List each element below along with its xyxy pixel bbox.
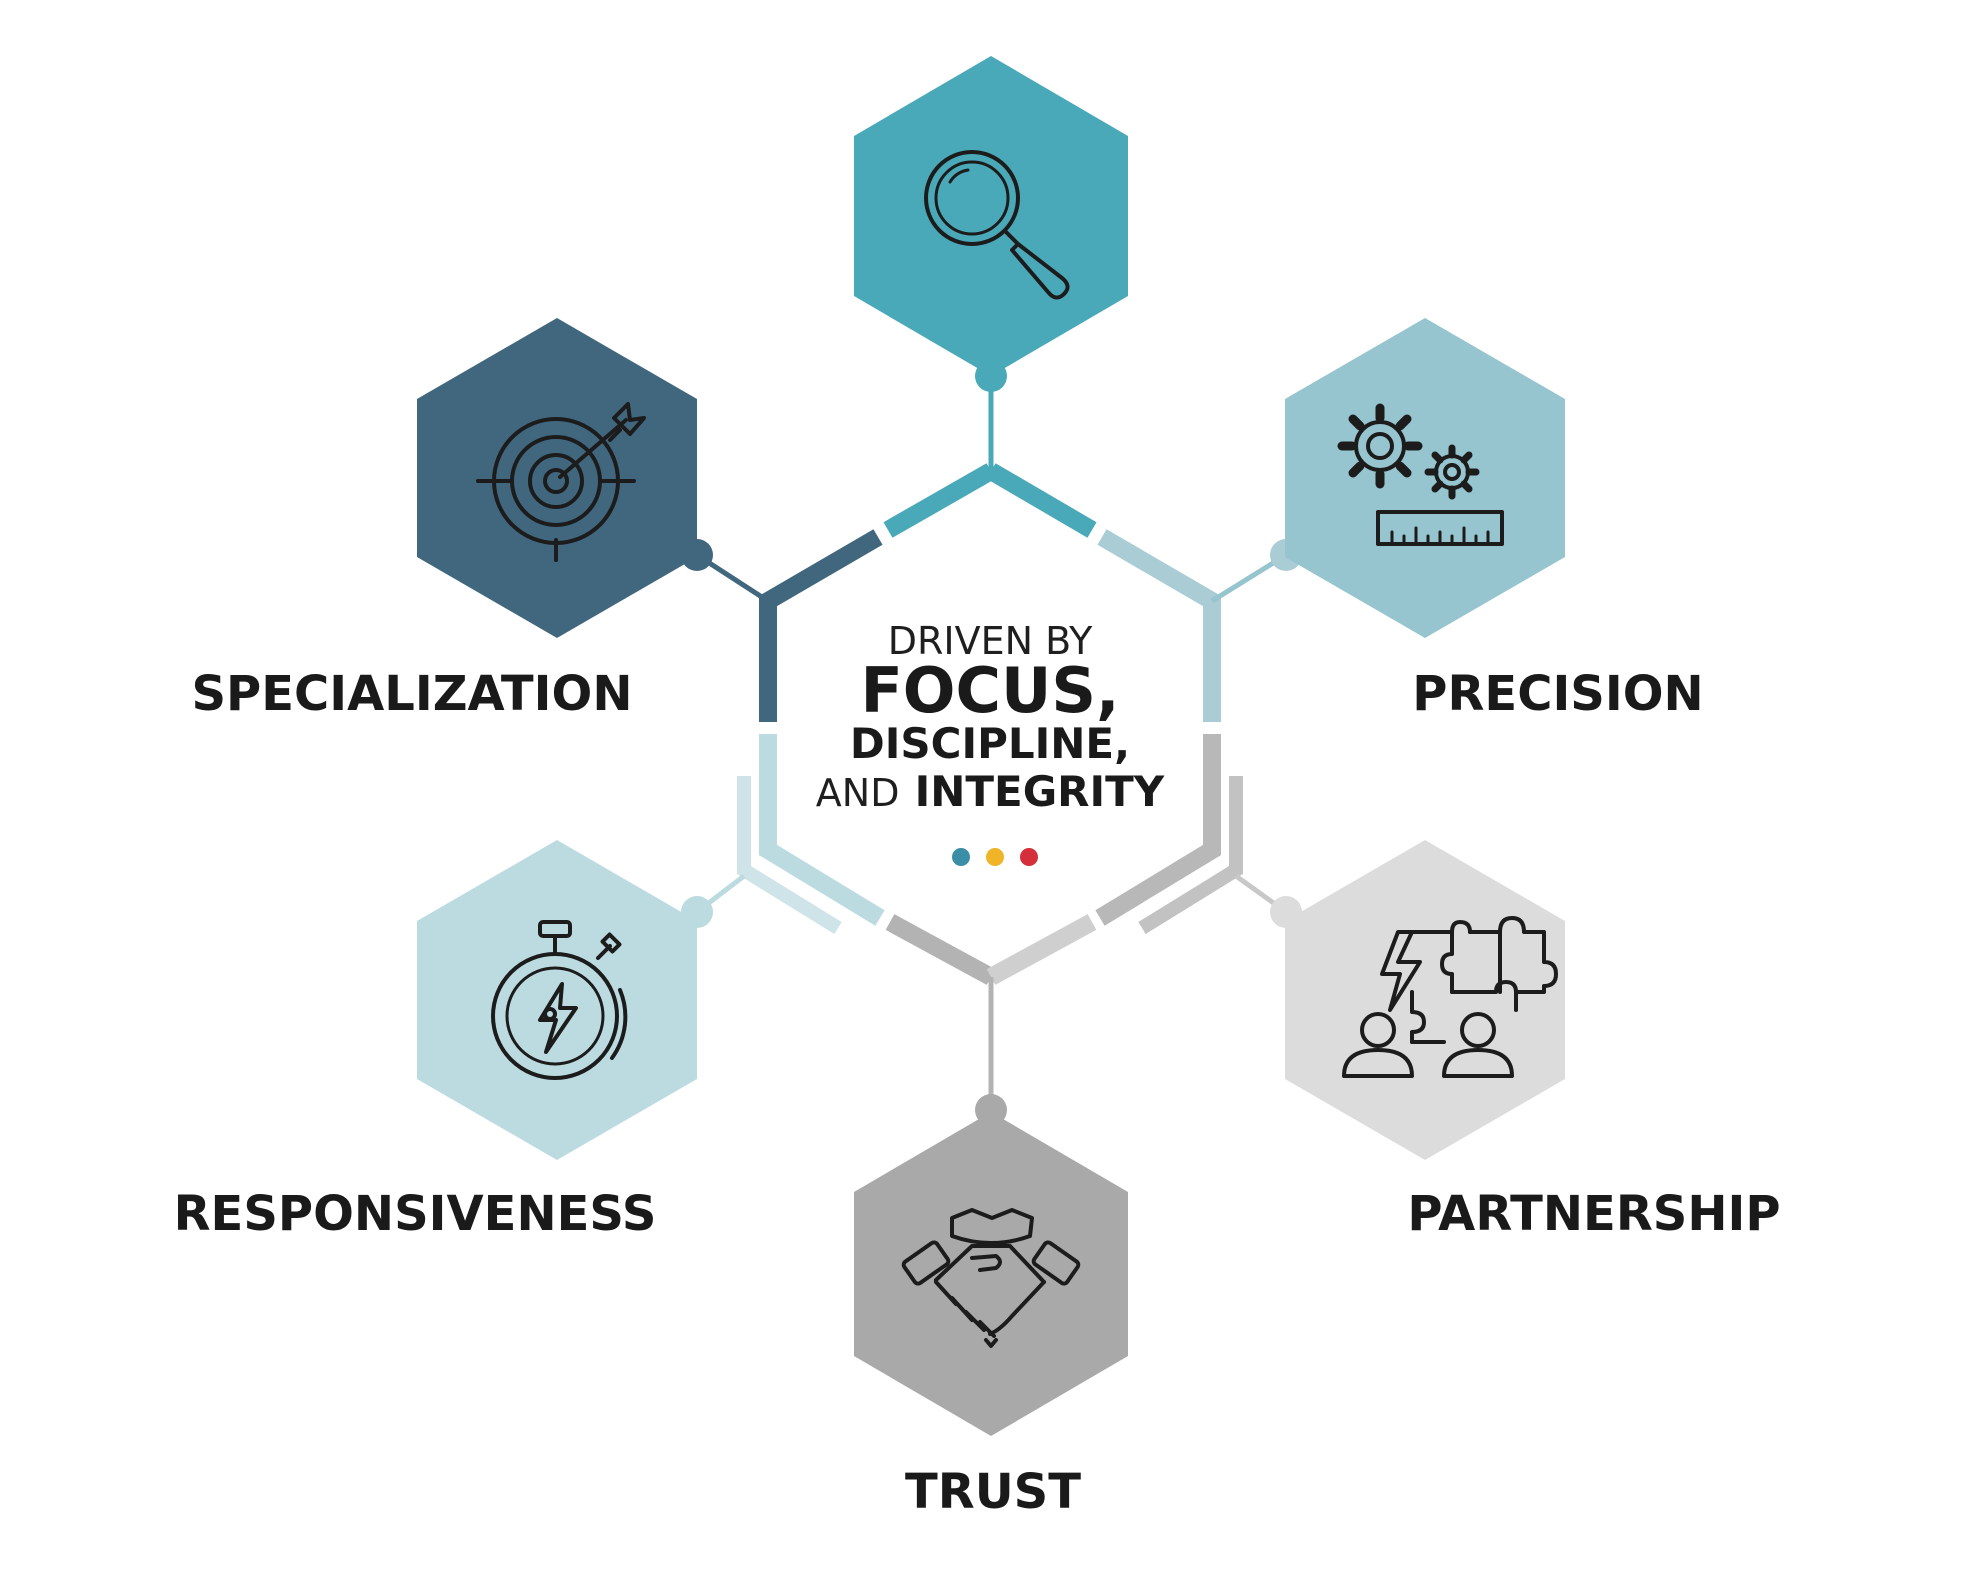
label-responsiveness: RESPONSIVENESS <box>174 1186 657 1242</box>
center-dots <box>952 848 1038 866</box>
hex-bottom-left[interactable] <box>417 840 697 1160</box>
frame-segment-top-right <box>986 463 1097 538</box>
center-dot-red <box>1020 848 1038 866</box>
hex-top-left[interactable] <box>417 318 697 638</box>
center-line-2: FOCUS, <box>860 654 1119 727</box>
bracket-left <box>737 776 842 934</box>
magnifier-icon <box>924 150 1070 300</box>
frame-segment-lower-right <box>1095 734 1221 926</box>
gears-ruler-icon <box>1337 403 1504 546</box>
center-line-1: DRIVEN BY <box>888 619 1093 663</box>
center-line-4-bold: INTEGRITY <box>915 767 1165 816</box>
handshake-icon <box>901 1208 1081 1348</box>
hex-bottom[interactable] <box>854 1112 1128 1436</box>
hex-top[interactable] <box>854 56 1128 376</box>
label-trust: TRUST <box>905 1464 1081 1520</box>
center-dot-blue <box>952 848 970 866</box>
label-precision: PRECISION <box>1412 666 1703 722</box>
puzzle-people-icon <box>1342 916 1558 1078</box>
label-partnership: PARTNERSHIP <box>1407 1186 1780 1242</box>
hex-bottom-right[interactable] <box>1285 840 1565 1160</box>
bracket-right <box>1138 776 1243 934</box>
frame-segment-lower-left <box>759 734 885 926</box>
frame-segment-top-left <box>883 463 996 538</box>
center-line-4: AND INTEGRITY <box>816 767 1165 816</box>
center-dot-yellow <box>986 848 1004 866</box>
hex-top-right[interactable] <box>1285 318 1565 638</box>
frame-segment-bottom-right <box>986 914 1097 985</box>
target-icon <box>476 402 646 562</box>
stopwatch-icon <box>491 920 628 1080</box>
center-line-4-light: AND <box>816 771 900 815</box>
label-specialization: SPECIALIZATION <box>191 666 632 722</box>
frame-segment-bottom-left <box>885 914 996 985</box>
center-line-3: DISCIPLINE, <box>850 719 1130 768</box>
